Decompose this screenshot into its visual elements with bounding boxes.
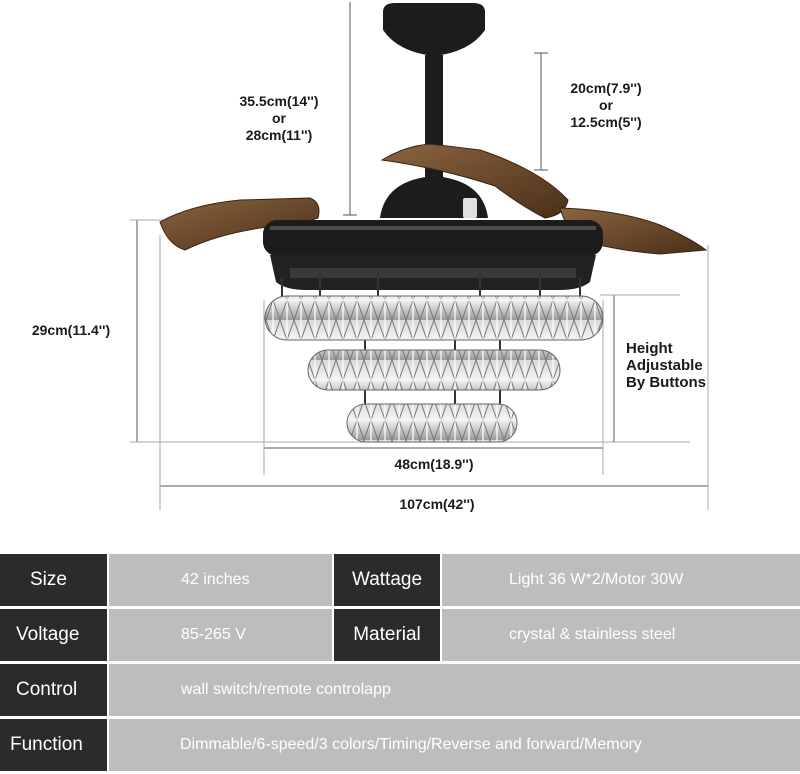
crystal-ring-large	[264, 295, 604, 341]
spec-label-function: Function	[0, 719, 107, 771]
spec-table: Size 42 inches Wattage Light 36 W*2/Moto…	[0, 552, 800, 774]
drop-height-label: 20cm(7.9'') or 12.5cm(5'')	[570, 80, 642, 130]
light-diameter-label: 48cm(18.9'')	[394, 456, 474, 472]
spec-row-voltage: Voltage 85-265 V Material crystal & stai…	[0, 609, 800, 661]
spec-value-function: Dimmable/6-speed/3 colors/Timing/Reverse…	[109, 719, 800, 771]
spec-row-size: Size 42 inches Wattage Light 36 W*2/Moto…	[0, 554, 800, 606]
spec-value-size: 42 inches	[109, 554, 332, 606]
total-span-label: 107cm(42'')	[399, 496, 475, 512]
dimension-lines	[130, 2, 709, 510]
spec-label-wattage: Wattage	[334, 554, 440, 606]
crystal-ring-small	[346, 403, 518, 443]
motor-housing	[263, 176, 603, 290]
spec-label-control: Control	[0, 664, 107, 716]
spec-label-size: Size	[0, 554, 107, 606]
body-height-label: 29cm(11.4'')	[31, 322, 111, 338]
crystal-ring-medium	[307, 349, 561, 391]
spec-value-voltage: 85-265 V	[109, 609, 332, 661]
spec-value-material: crystal & stainless steel	[442, 609, 800, 661]
rod-length-label: 35.5cm(14'') or 28cm(11'')	[239, 93, 319, 143]
spec-row-function: Function Dimmable/6-speed/3 colors/Timin…	[0, 719, 800, 771]
height-adjustable-note: Height Adjustable By Buttons	[626, 340, 706, 391]
spec-label-material: Material	[334, 609, 440, 661]
spec-row-control: Control wall switch/remote controlapp	[0, 664, 800, 716]
product-diagram: 35.5cm(14'') or 28cm(11'') 20cm(7.9'') o…	[31, 2, 709, 512]
spec-value-control: wall switch/remote controlapp	[109, 664, 800, 716]
spec-label-voltage: Voltage	[0, 609, 107, 661]
spec-value-wattage: Light 36 W*2/Motor 30W	[442, 554, 800, 606]
ceiling-fan-illustration	[130, 2, 709, 510]
crystal-rings	[264, 295, 604, 443]
